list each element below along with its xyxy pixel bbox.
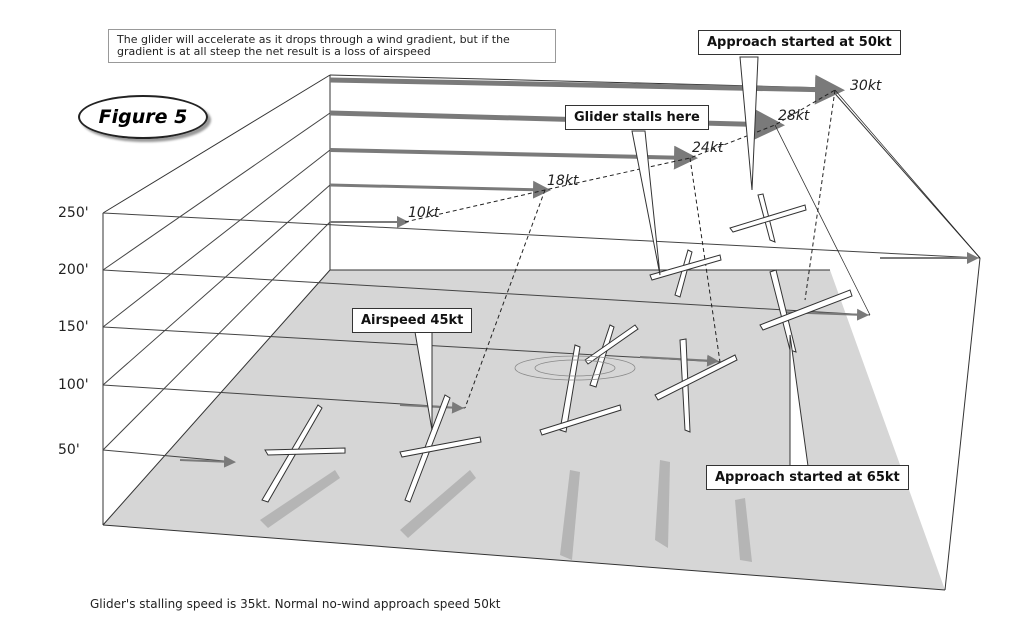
figure-label: Figure 5: [78, 95, 208, 139]
wind-speed-label: 30kt: [850, 78, 882, 94]
glider-shadows: [260, 460, 752, 562]
glider: [539, 344, 622, 436]
callout-stall: Glider stalls here: [565, 105, 709, 130]
wind-speed-label: 10kt: [408, 205, 440, 221]
glider: [649, 249, 722, 298]
callout-airspeed-45: Airspeed 45kt: [352, 308, 473, 333]
intro-text-box: The glider will accelerate as it drops t…: [108, 29, 556, 63]
callout-approach-50: Approach started at 50kt: [698, 30, 901, 55]
wind-speed-label: 18kt: [547, 173, 579, 189]
wind-arrow-18kt: [329, 180, 551, 199]
wind-speed-label: 28kt: [778, 108, 810, 124]
glider: [584, 324, 639, 388]
glider: [654, 338, 738, 433]
box-frame: [102, 74, 981, 591]
altitude-lines: [102, 112, 981, 463]
wind-speed-label: 24kt: [692, 140, 724, 156]
ground-plane: [103, 270, 945, 590]
altitude-label: 150': [58, 319, 89, 335]
glider: [759, 269, 853, 353]
altitude-label: 50': [58, 442, 80, 458]
stall-rings: [514, 355, 636, 381]
gliders: [261, 193, 853, 503]
altitude-label: 100': [58, 377, 89, 393]
caption: Glider's stalling speed is 35kt. Normal …: [90, 597, 501, 611]
gradient-profile: [404, 89, 836, 223]
callout-pointers: [414, 56, 809, 467]
wind-arrow-24kt: [329, 145, 698, 170]
altitude-label: 250': [58, 205, 89, 221]
altitude-label: 200': [58, 262, 89, 278]
glider: [261, 404, 346, 503]
callout-approach-65: Approach started at 65kt: [706, 465, 909, 490]
glider: [729, 193, 807, 243]
